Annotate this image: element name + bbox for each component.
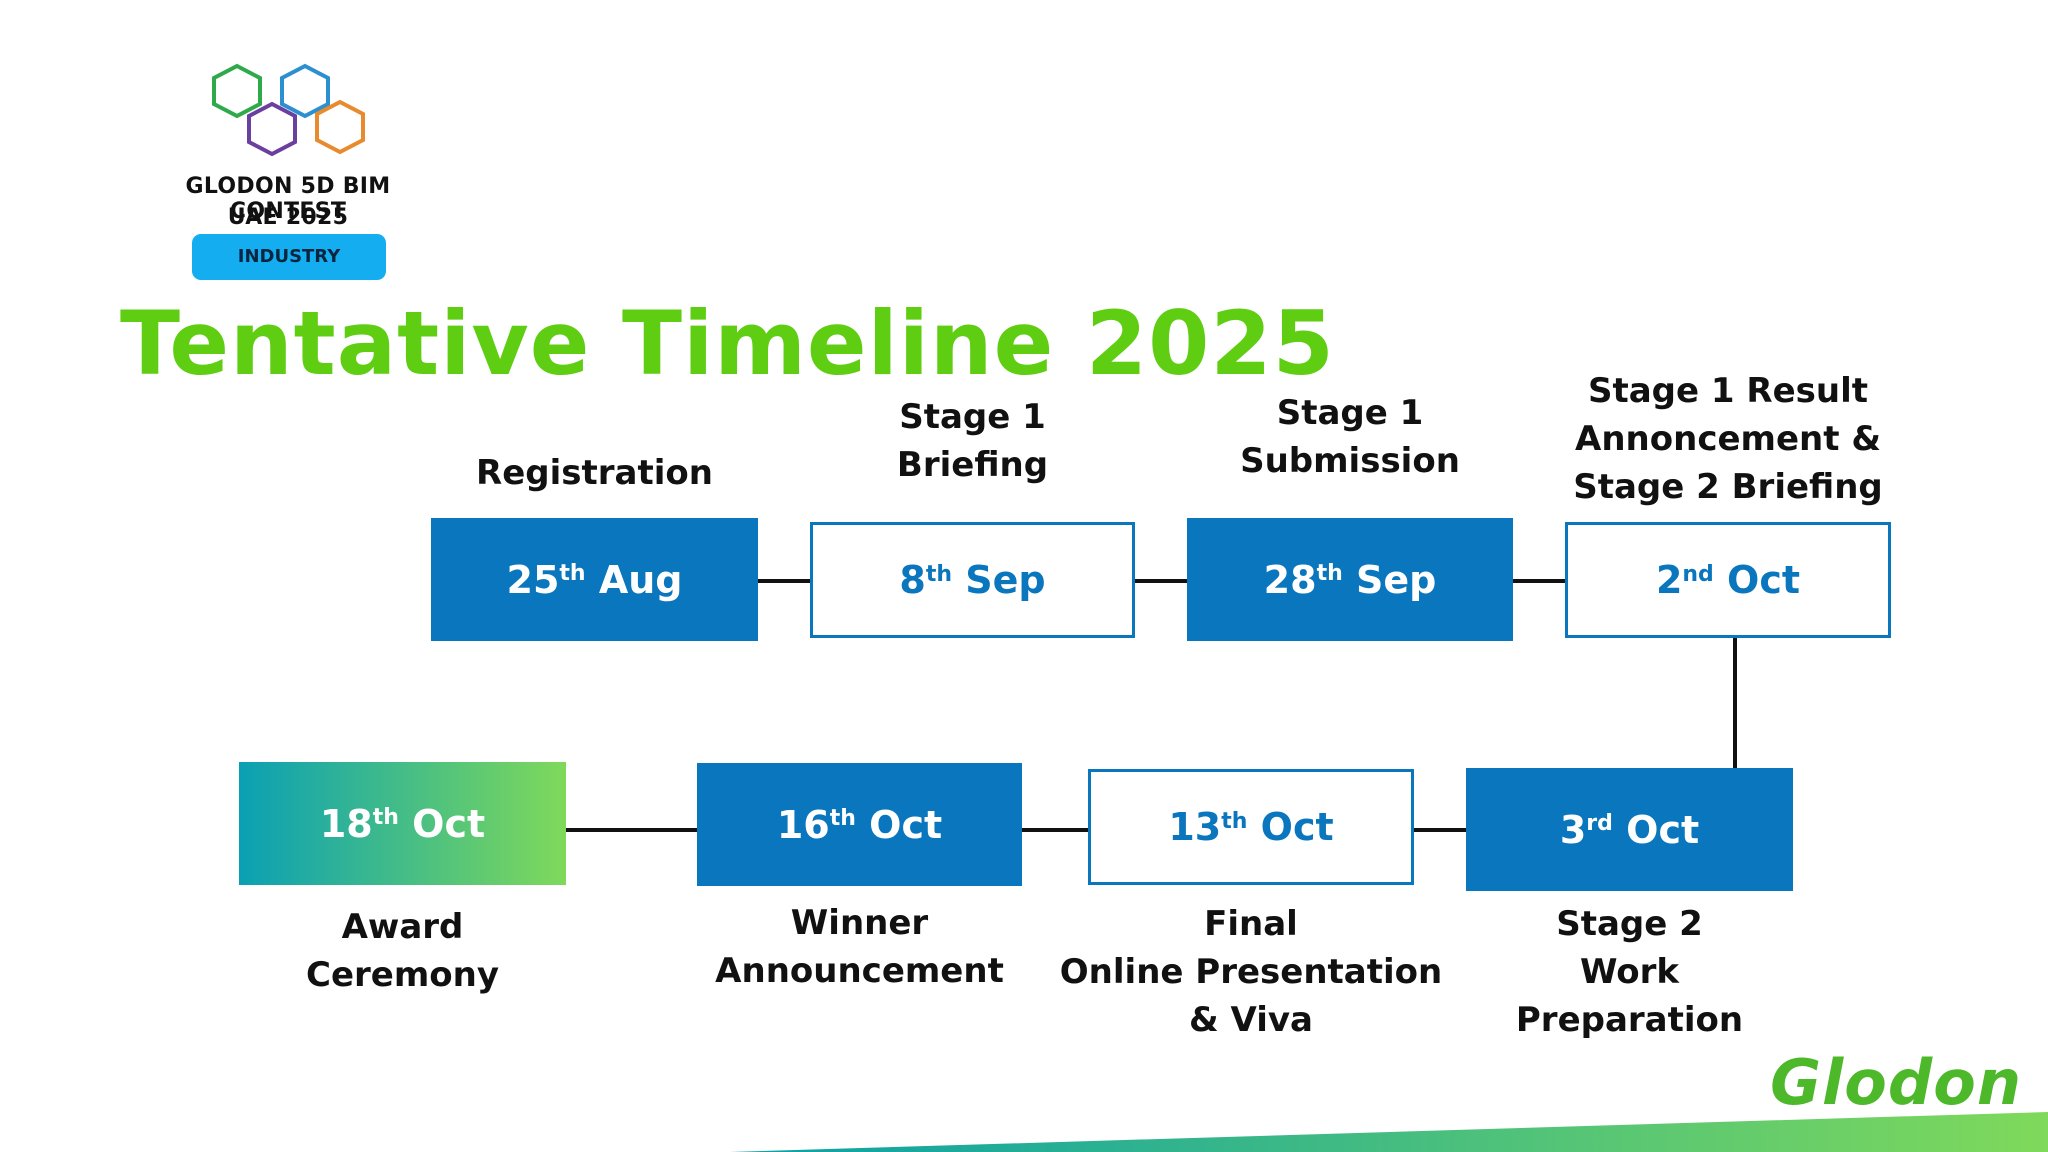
- date-suffix: th: [1221, 808, 1248, 834]
- event-label-final-presentation: Final Online Presentation & Viva: [1059, 904, 1443, 1040]
- contest-logo-icon: [212, 63, 365, 157]
- event-label-stage1-briefing: Stage 1 Briefing: [896, 397, 1049, 485]
- date-suffix: rd: [1586, 811, 1613, 836]
- date-month: Sep: [1355, 557, 1437, 602]
- glodon-logo: Glodon: [1770, 1046, 2022, 1119]
- connector-line: [758, 579, 810, 583]
- date-month: Oct: [1260, 805, 1334, 849]
- date-month: Sep: [965, 558, 1046, 602]
- event-label-stage1-result: Stage 1 Result Annoncement & Stage 2 Bri…: [1573, 371, 1883, 507]
- date-suffix: th: [372, 805, 399, 830]
- date-suffix: th: [1316, 561, 1343, 586]
- event-label-registration: Registration: [476, 453, 713, 493]
- connector-line: [566, 828, 697, 832]
- date-suffix: th: [829, 806, 856, 831]
- event-label-stage1-submission: Stage 1 Submission: [1240, 393, 1460, 481]
- date-month: Oct: [1727, 558, 1801, 602]
- date-day: 18: [319, 801, 373, 846]
- footer-stripe: [730, 1112, 2048, 1152]
- date-month: Oct: [869, 802, 943, 847]
- date-month: Oct: [412, 801, 486, 846]
- date-month: Aug: [598, 557, 683, 602]
- date-day: 2: [1655, 558, 1683, 602]
- date-day: 16: [776, 802, 830, 847]
- date-day: 25: [506, 557, 560, 602]
- logo-year: UAE 2025: [227, 205, 349, 230]
- date-suffix: nd: [1682, 561, 1714, 587]
- date-day: 8: [899, 558, 926, 602]
- date-day: 13: [1168, 805, 1222, 849]
- connector-line: [1135, 579, 1187, 583]
- connector-line: [1513, 579, 1565, 583]
- logo-title: GLODON 5D BIM CONTEST: [185, 174, 391, 224]
- date-day: 28: [1263, 557, 1317, 602]
- connector-line: [1733, 637, 1737, 768]
- connector-line: [1414, 828, 1466, 832]
- category-badge: INDUSTRY: [192, 234, 386, 280]
- event-label-stage2-work: Stage 2 Work Preparation: [1515, 904, 1744, 1040]
- page-title: Tentative Timeline 2025: [120, 292, 1335, 395]
- connector-line: [1022, 828, 1088, 832]
- date-suffix: th: [559, 561, 586, 586]
- date-suffix: th: [925, 561, 953, 587]
- event-label-award: Award Ceremony: [306, 907, 499, 995]
- event-label-winner: Winner Announcement: [715, 903, 1004, 991]
- date-day: 3: [1559, 807, 1587, 852]
- date-month: Oct: [1626, 807, 1700, 852]
